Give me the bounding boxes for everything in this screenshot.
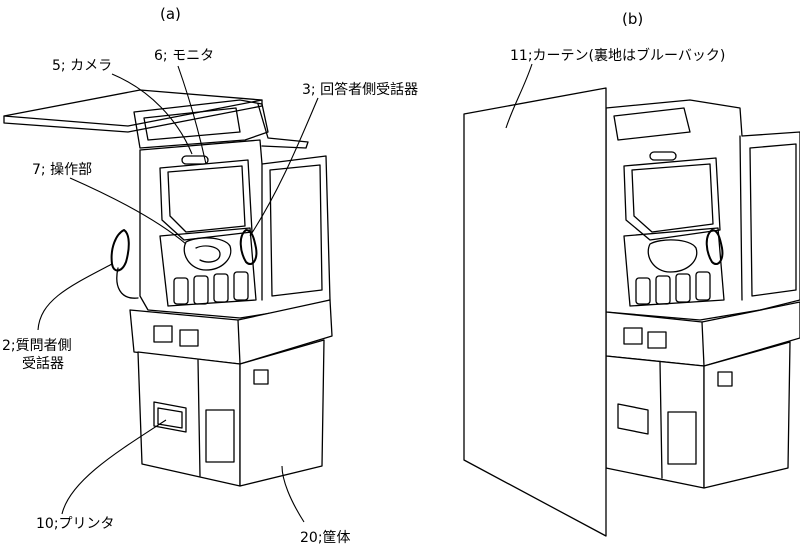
operation-panel (159, 227, 257, 307)
printer-slot-b (617, 403, 649, 435)
housing-b (605, 341, 791, 489)
leader-responder-handset (249, 97, 319, 237)
label-questioner-handset-1: 2;質問者側 (2, 338, 72, 354)
monitor-screen (159, 159, 253, 241)
label-monitor: 6; モニタ (154, 48, 214, 64)
canopy (3, 89, 309, 149)
label-housing: 20;筐体 (300, 529, 351, 546)
label-camera: 5; カメラ (52, 58, 112, 74)
leader-monitor (177, 65, 207, 165)
label-questioner-handset-2: 受話器 (22, 355, 64, 372)
counter (129, 299, 333, 365)
label-responder-handset: 3; 回答者側受話器 (302, 81, 418, 98)
leader-camera (111, 73, 193, 155)
leader-printer (61, 419, 167, 515)
curtain (463, 87, 607, 537)
camera-b (649, 151, 677, 161)
kiosk-b (463, 87, 800, 537)
panel-label-b: (b) (622, 10, 643, 28)
leader-curtain (505, 63, 533, 129)
label-operation-unit: 7; 操作部 (32, 162, 92, 178)
leader-operation-unit (69, 177, 187, 245)
panel-label-a: (a) (160, 5, 181, 23)
upper-booth (139, 139, 331, 319)
responder-handset-b (705, 229, 724, 266)
kiosk-a (3, 89, 333, 487)
housing (137, 339, 325, 487)
camera (181, 155, 209, 165)
leader-questioner-handset (37, 263, 113, 331)
upper-booth-b (605, 99, 800, 321)
leader-housing (281, 465, 305, 523)
printer-slot (153, 401, 187, 433)
responder-handset (239, 229, 258, 266)
label-curtain: 11;カーテン(裏地はブルーバック) (510, 47, 725, 64)
operation-panel-b (623, 227, 725, 307)
monitor-screen-b (623, 157, 721, 241)
questioner-handset (110, 229, 139, 299)
label-printer: 10;プリンタ (36, 516, 115, 532)
